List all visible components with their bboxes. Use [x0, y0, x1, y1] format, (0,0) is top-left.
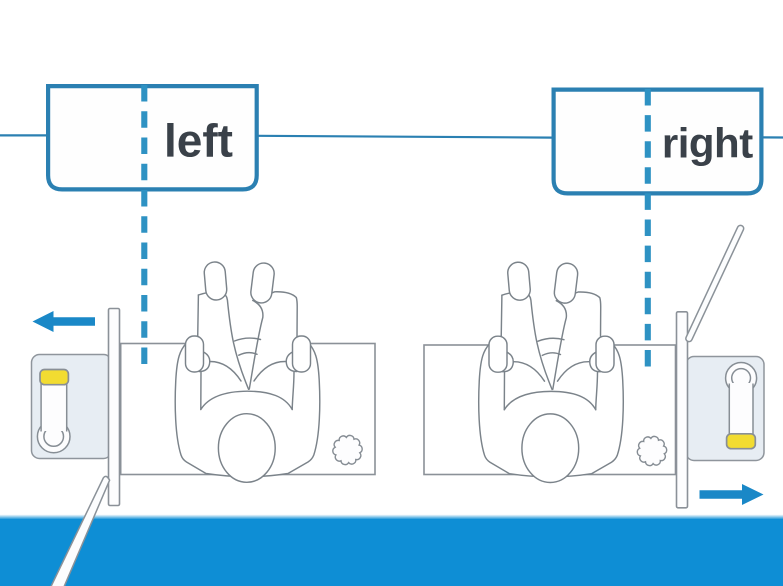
svg-text:left: left [164, 114, 233, 166]
svg-text:right: right [662, 120, 753, 167]
